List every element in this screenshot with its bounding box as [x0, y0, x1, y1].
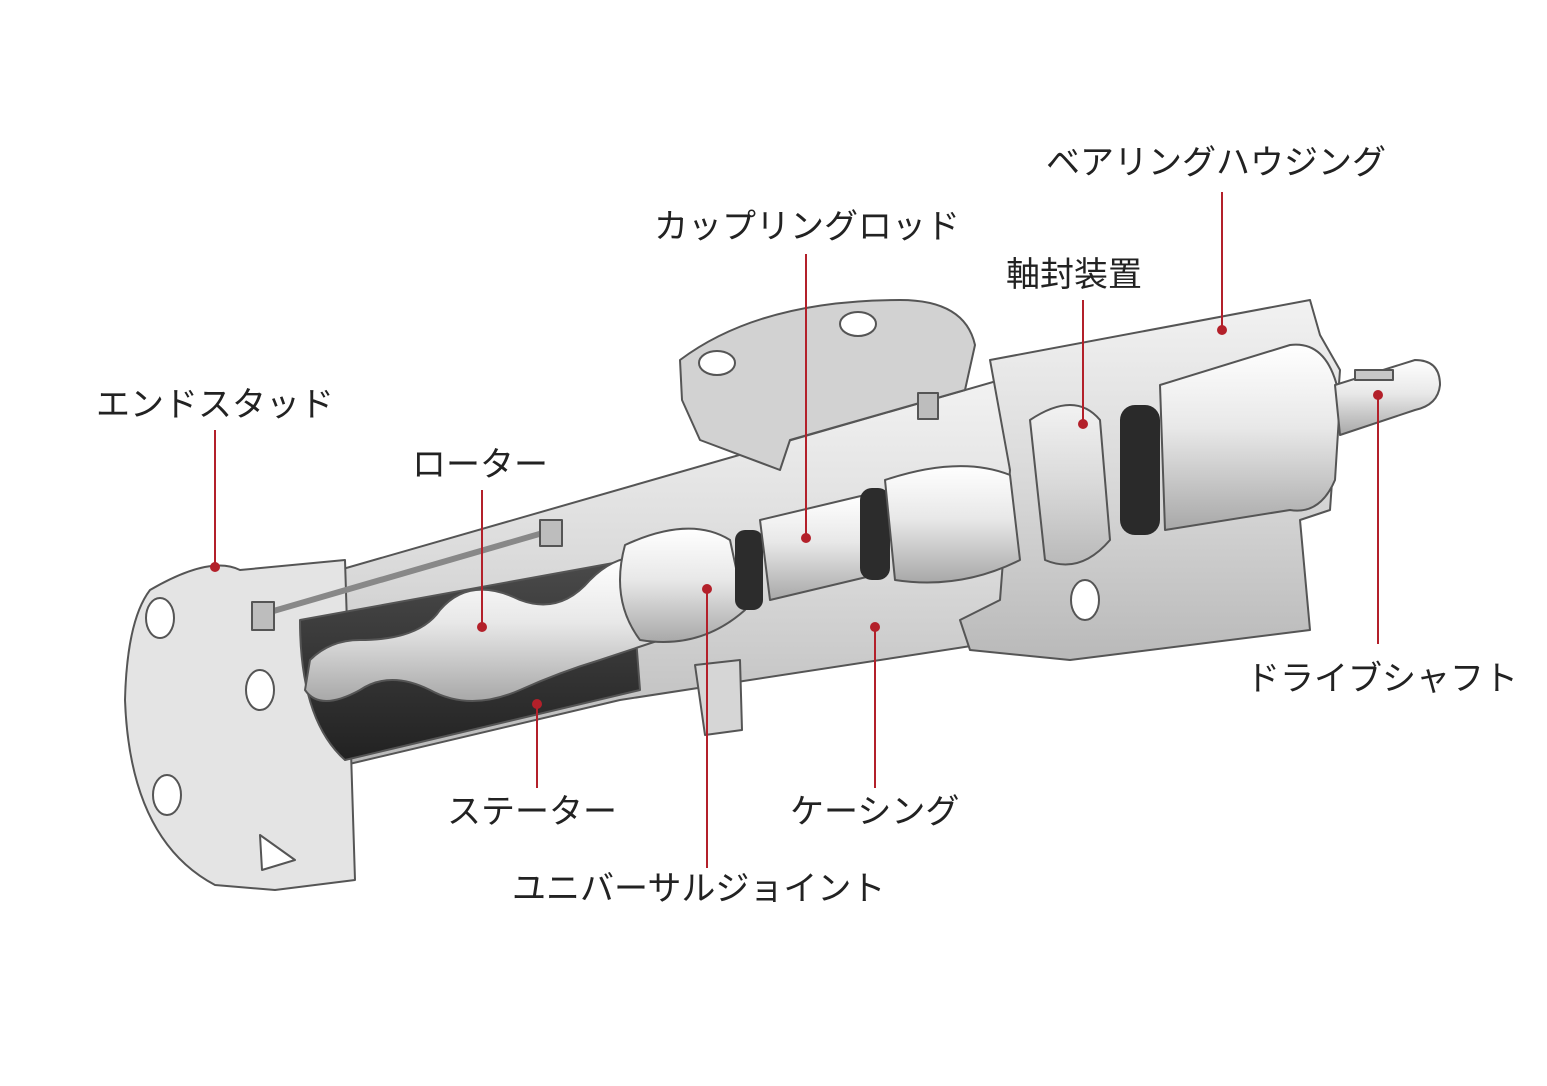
drain-port	[694, 659, 743, 736]
leader-lines	[210, 192, 1383, 868]
label-casing: ケーシング	[790, 792, 960, 832]
leader-shaft-seal-dot	[1078, 419, 1088, 429]
shaft-seal	[1029, 404, 1111, 566]
leader-coupling-rod-dot	[801, 533, 811, 543]
end-flange-hole	[152, 774, 182, 816]
label-universal-joint: ユニバーサルジョイント	[512, 869, 886, 909]
label-end-stud: エンドスタッド	[96, 385, 334, 425]
inlet-flange	[679, 299, 976, 471]
universal-joint	[619, 527, 746, 643]
joint-seal	[735, 530, 763, 610]
leader-universal-joint-dot	[702, 584, 712, 594]
label-rotor: ローター	[412, 445, 548, 485]
leader-end-stud-dot	[210, 562, 220, 572]
end-flange-hole	[145, 597, 175, 639]
tie-rod-nut	[251, 601, 275, 631]
flange-bolt-hole	[698, 350, 736, 376]
leader-rotor-dot	[477, 622, 487, 632]
tie-rod-nut	[539, 519, 563, 547]
housing-bolt	[917, 392, 939, 420]
leader-bearing-housing-dot	[1217, 325, 1227, 335]
rod-seal	[860, 488, 890, 580]
tie-rod	[269, 525, 561, 615]
label-drive-shaft: ドライブシャフト	[1246, 659, 1518, 699]
end-flange-notch	[259, 834, 296, 871]
leader-stator-dot	[532, 699, 542, 709]
label-coupling-rod: カップリングロッド	[654, 207, 960, 247]
flange-bolt-hole	[839, 311, 877, 337]
leader-drive-shaft-dot	[1373, 390, 1383, 400]
label-stator: ステーター	[447, 792, 617, 832]
label-shaft-seal: 軸封装置	[1006, 255, 1142, 295]
seal-ring	[1120, 405, 1160, 535]
shaft-key	[1354, 369, 1394, 381]
end-flange-hole	[245, 669, 275, 711]
housing-mount-hole	[1070, 579, 1100, 621]
label-bearing-housing: ベアリングハウジング	[1046, 143, 1386, 183]
universal-joint-2	[884, 465, 1021, 584]
leader-casing-dot	[870, 622, 880, 632]
